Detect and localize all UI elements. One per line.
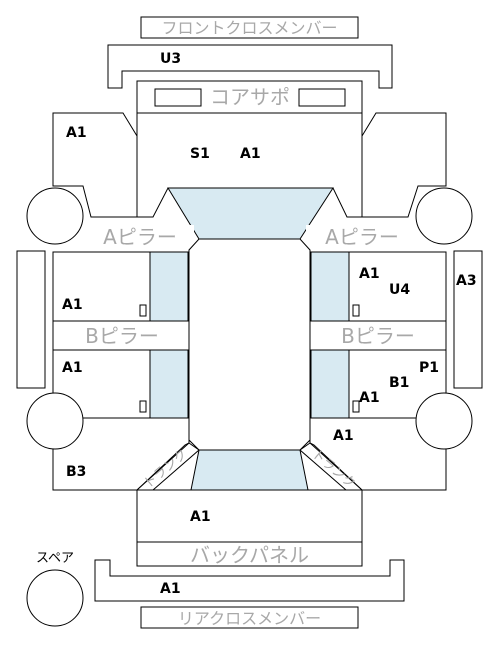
front-left-window: [149, 251, 189, 322]
trunk-lid: [136, 489, 363, 543]
roof-opening: [188, 238, 311, 451]
front-right-window: [310, 251, 350, 322]
front-cross-member-box: [140, 16, 359, 39]
right-rocker-panel: [453, 250, 483, 389]
right-a-pillar-band: [306, 225, 416, 249]
left-a-pillar-band: [84, 225, 194, 249]
code-core-support-s: S1: [190, 146, 210, 162]
rear-right-handle: [352, 400, 360, 413]
left-rocker-panel: [16, 250, 46, 389]
code-rear-left-door: A1: [62, 360, 83, 376]
front-cross-bracket: [107, 44, 393, 89]
left-b-pillar-label: Bピラー: [85, 324, 159, 348]
rear-left-window: [149, 349, 189, 419]
code-core-support-a: A1: [240, 146, 261, 162]
rear-glass: [190, 449, 309, 491]
code-right-rocker: A3: [456, 273, 477, 289]
front-right-tire: [415, 187, 473, 245]
spare-label: スペア: [36, 551, 74, 566]
code-rear-right-b: B1: [389, 375, 409, 391]
front-left-fender: [52, 112, 138, 218]
front-left-tire: [26, 187, 84, 245]
code-front-right-door-u: U4: [389, 282, 410, 298]
code-rear-right-p: P1: [419, 360, 439, 376]
right-b-pillar-box: [309, 320, 447, 351]
back-panel-label: バックパネル: [190, 543, 309, 567]
rear-cross-member-label: リアクロスメンバー: [178, 609, 321, 628]
rear-left-tire: [26, 392, 84, 450]
core-support-label: コアサポ: [210, 85, 290, 109]
code-front-right-door-a: A1: [359, 266, 380, 282]
code-rear-right-quarter: A1: [333, 428, 354, 444]
code-rear-right-a: A1: [359, 390, 380, 406]
spare-tire: [26, 569, 84, 627]
front-right-handle: [352, 304, 360, 317]
code-rear-cross: A1: [160, 581, 181, 597]
code-rear-left-quarter: B3: [66, 464, 86, 480]
right-b-pillar-label: Bピラー: [341, 324, 415, 348]
rear-cross-member-box: [140, 606, 359, 629]
rear-cross-bracket: [94, 559, 405, 602]
rear-left-quarter: [52, 417, 190, 491]
right-a-pillar-label: Aピラー: [325, 225, 399, 249]
code-front-left-fender: A1: [66, 125, 87, 141]
front-right-fender: [361, 112, 447, 218]
left-a-pillar-label: Aピラー: [103, 225, 177, 249]
rear-right-tire: [415, 392, 473, 450]
code-trunk-lid: A1: [190, 509, 211, 525]
rear-left-handle: [139, 400, 147, 413]
core-support-right-slot: [298, 88, 346, 107]
front-left-handle: [139, 304, 147, 317]
code-front-cross: U3: [160, 51, 181, 67]
rear-right-window: [310, 349, 350, 419]
back-panel-box: [136, 541, 363, 567]
front-cross-member-label: フロントクロスメンバー: [161, 19, 337, 38]
core-support-left-slot: [154, 88, 202, 107]
code-front-left-door: A1: [62, 297, 83, 313]
